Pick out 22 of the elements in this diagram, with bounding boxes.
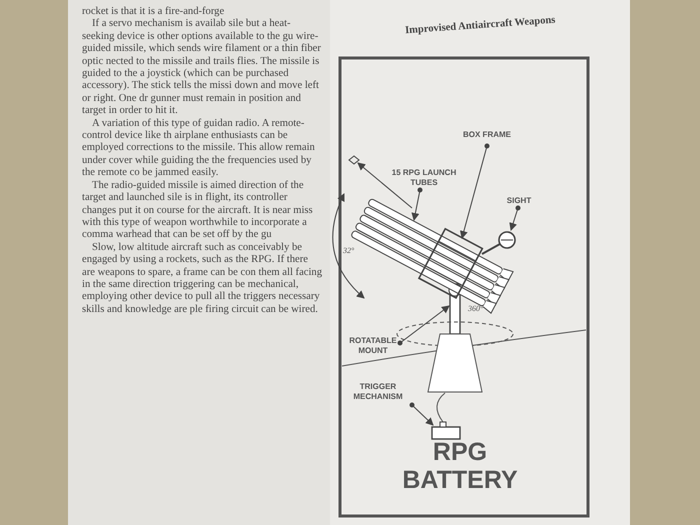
leader-line	[460, 144, 490, 239]
sight-drawing	[482, 231, 516, 255]
figure-caption: RPG BATTERY	[401, 438, 519, 494]
leader-line	[410, 402, 434, 426]
callout-label: BOX FRAME	[452, 130, 522, 140]
box-frame-drawing	[418, 228, 484, 300]
leader-line	[411, 188, 422, 221]
callout-label: 15 RPG LAUNCH TUBES	[385, 168, 463, 188]
leader-line	[509, 206, 520, 231]
angle-label: 360°	[468, 304, 484, 313]
angle-label: 32°	[343, 246, 354, 255]
body-paragraph: rocket is that it is a fire-and-forge	[82, 6, 226, 18]
body-paragraph: The radio-guided missile is aimed direction of the target and launched sile is in flight, its controller changes put it on course for the aircraft. It is near miss with this type of weapon worthwhile to incorporate a comma warhead that can be set off by the gu	[82, 180, 314, 242]
callout-label: SIGHT	[498, 196, 540, 206]
leader-line	[398, 305, 450, 346]
callout-label: TRIGGER MECHANISM	[340, 382, 416, 402]
running-header: Improvised Antiaircraft Weapons	[404, 14, 556, 36]
callout-label: ROTATABLE MOUNT	[342, 336, 404, 356]
body-paragraph: A variation of this type of guidan radio. A remote-control device like th airplane enthusiasts can be employed corrections to the missile. This allow remain under cover while guiding the the frequencies used by the remote co be jammed easily.	[82, 118, 316, 180]
trigger-box-drawing	[431, 392, 461, 440]
body-paragraph: Slow, low altitude aircraft such as conceivably be engaged by using a rockets, such as the RPG. If there are weapons to spare, a frame can be con them all facing in the same direction triggering can be mechanical, employing other device to pull all the triggers necessary skills and knowledge are ple firing circuit can be wired.	[82, 242, 322, 316]
body-paragraph: If a servo mechanism is availab sile but a heat-seeking device is other options available to the gu wire-guided missile, which sends wire filament or a thin fiber optic nected to the missile and trails flies. The missile is guided to the a joystick (which can be purchased accessory). The stick tells the missi down and move left or right. One dr gunner must remain in position and target in order to hit it.	[82, 18, 322, 118]
